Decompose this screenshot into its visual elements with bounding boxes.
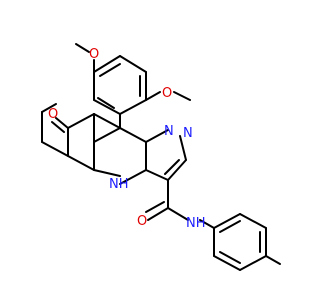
bond: [145, 129, 169, 143]
atom-o-methoxy-right: O: [162, 86, 172, 101]
bond: [93, 127, 121, 143]
bond: [41, 141, 69, 157]
bond: [93, 99, 121, 115]
bond: [55, 117, 69, 129]
bond: [213, 255, 241, 271]
bond: [167, 207, 189, 221]
bond: [147, 207, 169, 221]
atom-n-pyrazole-a: N: [164, 124, 174, 139]
atom-nh-amide: NH: [186, 216, 206, 231]
bond: [213, 213, 241, 229]
bond: [119, 127, 147, 143]
bond: [93, 169, 121, 177]
bond: [67, 113, 95, 129]
bond: [239, 255, 267, 271]
bond: [239, 213, 267, 229]
molecule-structure-diagram: O O O N N NH O NH: [41, 43, 281, 271]
bond: [167, 159, 187, 181]
bond: [164, 159, 180, 175]
bond: [219, 220, 241, 233]
bond: [199, 219, 215, 229]
bond: [119, 55, 147, 73]
bond: [145, 201, 165, 213]
bond: [219, 251, 241, 264]
bond: [99, 63, 121, 77]
bond: [265, 255, 281, 265]
atom-n-pyrazole-b: N: [183, 126, 193, 141]
bond: [145, 91, 161, 101]
bond: [97, 97, 115, 109]
bond: [179, 135, 187, 161]
atom-labels: O O O N N NH O NH: [48, 47, 206, 231]
bond: [67, 155, 95, 171]
bond: [93, 55, 121, 73]
atom-o-ketone: O: [48, 107, 58, 122]
bond: [75, 43, 90, 53]
atom-nh-ring: NH: [109, 177, 129, 192]
bond: [119, 169, 147, 185]
atom-o-methoxy-top: O: [89, 47, 99, 62]
bond: [119, 99, 147, 115]
bond: [173, 91, 191, 101]
bond: [41, 103, 57, 113]
bond: [145, 169, 169, 181]
bond: [51, 121, 65, 133]
atom-o-amide: O: [137, 214, 147, 229]
bond-set: [41, 43, 281, 271]
bond: [93, 113, 121, 129]
